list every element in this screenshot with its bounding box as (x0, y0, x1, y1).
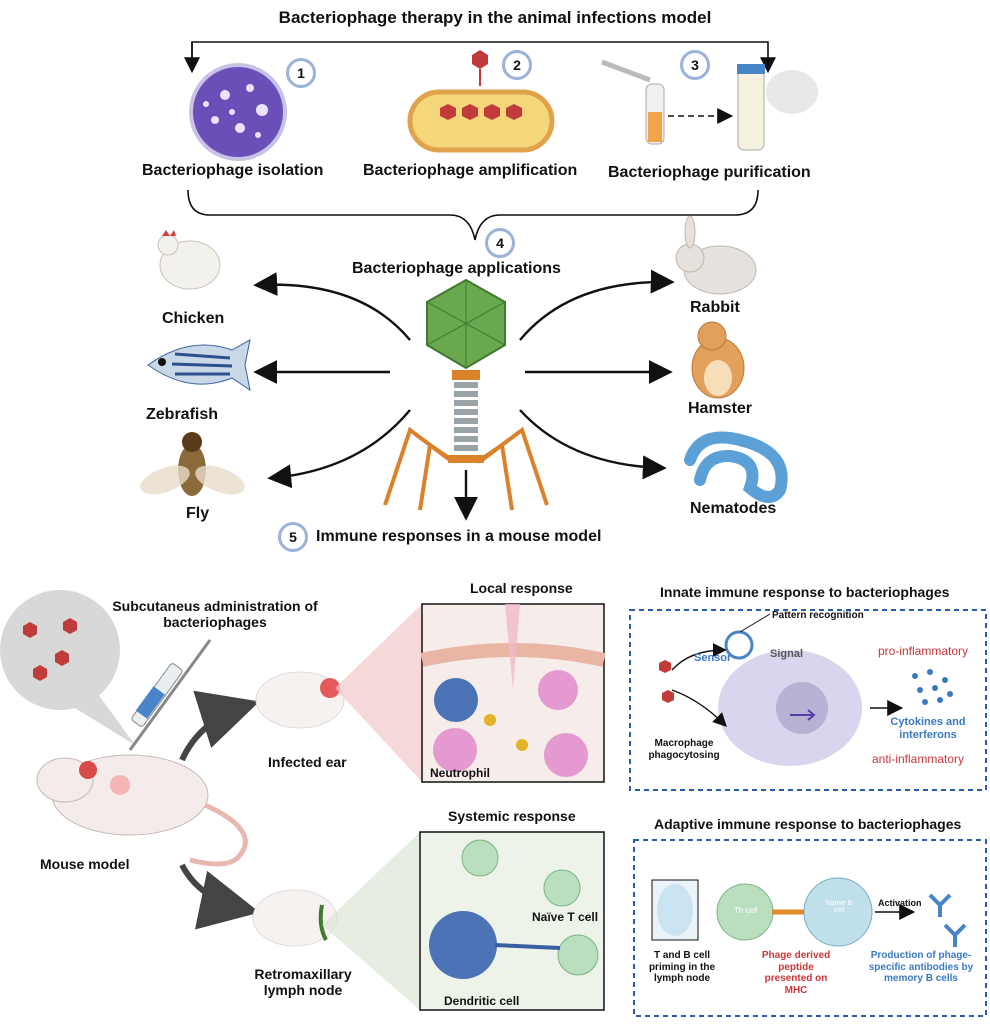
step-badge-3: 3 (680, 50, 710, 80)
step-2-label: Bacteriophage amplification (363, 162, 578, 179)
pro-inflammatory-label: pro-inflammatory (878, 644, 969, 658)
animal-label-fly: Fly (186, 505, 210, 522)
dendritic-cell-label: Dendritic cell (444, 994, 520, 1008)
petri-dish-icon (189, 63, 287, 161)
nematode-icon (684, 431, 788, 503)
step-badge-1: 1 (286, 58, 316, 88)
central-phage-icon (383, 278, 549, 511)
animal-label-zebrafish: Zebrafish (146, 406, 219, 423)
th-cell-label: Th cell (734, 906, 758, 915)
priming-label: T and B cell priming in the lymph node (648, 950, 716, 984)
mouse-body-icon (36, 754, 248, 867)
bottom-brace (187, 189, 759, 241)
adaptive-title: Adaptive immune response to bacteriophag… (654, 816, 962, 832)
step-badge-2: 2 (502, 50, 532, 80)
zebrafish-icon (147, 339, 251, 392)
signal-label: Signal (770, 648, 804, 660)
innate-box (629, 609, 987, 791)
chicken-icon (157, 230, 221, 290)
pattern-recognition-label: Pattern recognition (772, 610, 864, 621)
cytokines-label: Cytokines and interferons (890, 716, 966, 741)
adaptive-box (633, 839, 987, 1017)
systemic-response-title: Systemic response (448, 808, 576, 824)
anti-inflammatory-label: anti-inflammatory (872, 752, 965, 766)
step-5-label: Immune responses in a mouse model (316, 528, 602, 545)
admin-label: Subcutaneus administration of bacterioph… (112, 598, 318, 630)
animal-label-chicken: Chicken (162, 310, 225, 327)
step-3-label: Bacteriophage purification (608, 164, 811, 181)
naive-b-cell-label: Native B cell (825, 900, 853, 914)
purification-icon (601, 59, 818, 151)
animal-label-hamster: Hamster (688, 400, 753, 417)
infected-ear-label: Infected ear (268, 754, 347, 770)
neutrophil-label: Neutrophil (430, 766, 490, 780)
mouse-model-label: Mouse model (40, 856, 130, 872)
animal-label-nematodes: Nematodes (690, 500, 777, 517)
infected-ear-mouse-icon (255, 671, 345, 729)
sensor-label: Sensor (694, 652, 732, 664)
step-badge-5: 5 (278, 522, 308, 552)
antibodies-label: Production of phage-specific antibodies … (868, 950, 974, 984)
peptide-label: Phage derived peptide presented on MHC (761, 950, 831, 996)
lymph-node-label: Retromaxillary lymph node (254, 966, 352, 998)
step-4-label: Bacteriophage applications (352, 260, 561, 277)
step-badge-4: 4 (485, 228, 515, 258)
page-title: Bacteriophage therapy in the animal infe… (278, 8, 712, 27)
hamster-icon (691, 321, 745, 399)
macrophage-label: Macrophage phagocytosing (648, 738, 720, 761)
lymph-node-mouse-icon (252, 889, 338, 947)
phage-bubble (0, 590, 120, 710)
step-1-label: Bacteriophage isolation (142, 162, 324, 179)
rabbit-icon (675, 215, 757, 295)
local-response-title: Local response (470, 580, 573, 596)
syringe-icon (128, 639, 212, 751)
animal-label-rabbit: Rabbit (690, 299, 740, 316)
innate-title: Innate immune response to bacteriophages (660, 584, 950, 600)
activation-label: Activation (878, 898, 922, 908)
naive-t-cell-label: Naïve T cell (532, 910, 599, 924)
fly-icon (140, 432, 245, 496)
bacterium-icon (407, 50, 555, 153)
